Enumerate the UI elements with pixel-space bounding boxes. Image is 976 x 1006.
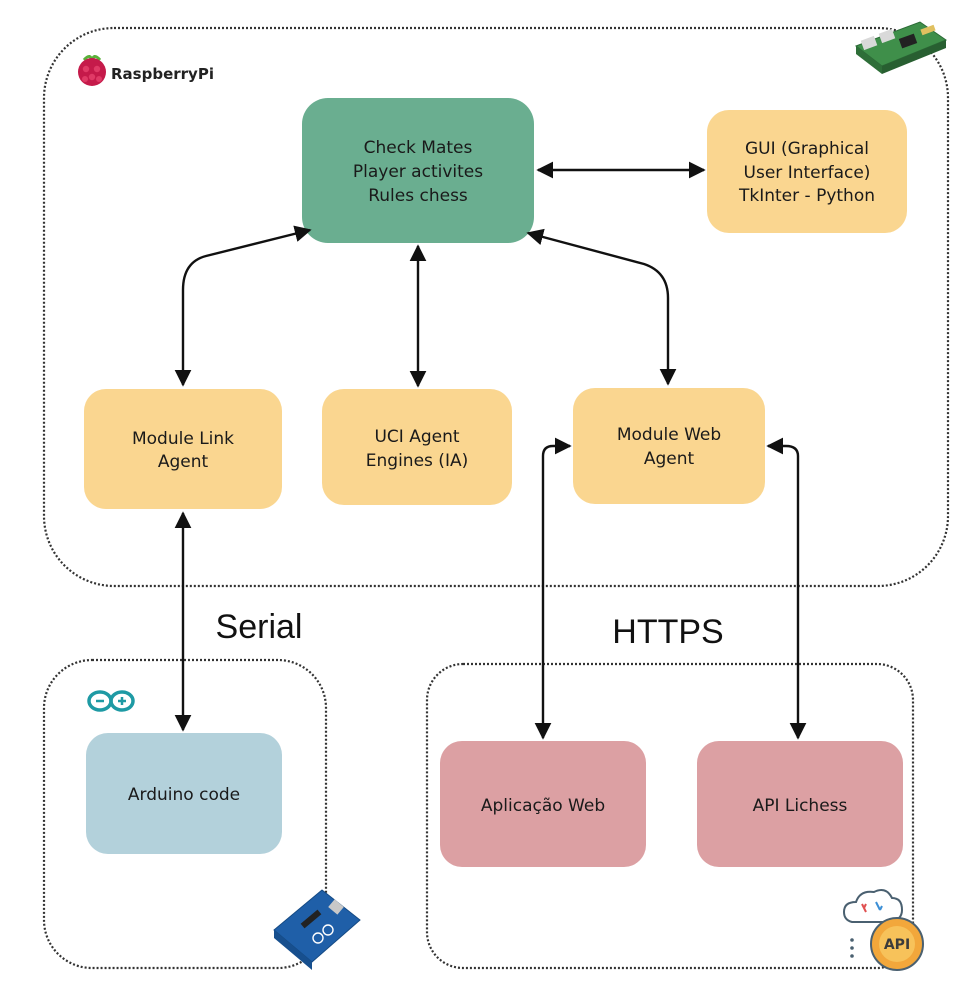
gui-line-3: TkInter - Python bbox=[738, 186, 875, 206]
uci-agent-line-1: UCI Agent bbox=[374, 427, 459, 447]
arduino-code-box bbox=[86, 733, 282, 854]
link-agent-line-1: Module Link bbox=[132, 429, 234, 449]
uci-agent-box bbox=[322, 389, 512, 505]
gui-line-1: GUI (Graphical bbox=[745, 139, 869, 159]
raspberry-pi-logo-icon bbox=[78, 55, 106, 86]
web-agent-line-1: Module Web bbox=[617, 425, 721, 445]
core-line-2: Player activites bbox=[353, 162, 483, 182]
raspberry-pi-container bbox=[42, 26, 950, 588]
api-badge-label: API bbox=[884, 937, 910, 953]
https-label: HTTPS bbox=[612, 613, 723, 651]
arrow-core-link bbox=[174, 225, 312, 387]
arduino-logo-icon bbox=[87, 690, 135, 712]
arduino-board-icon bbox=[273, 889, 361, 970]
core-line-1: Check Mates bbox=[364, 138, 473, 158]
core-line-3: Rules chess bbox=[368, 186, 468, 206]
core-box bbox=[302, 98, 534, 243]
link-agent-box bbox=[84, 389, 282, 509]
app-web-box bbox=[440, 741, 646, 867]
gui-line-2: User Interface) bbox=[744, 163, 871, 183]
arrow-core-web bbox=[526, 228, 677, 386]
arrow-web-appweb bbox=[534, 437, 572, 740]
arrow-web-lichess bbox=[766, 437, 807, 740]
raspberry-pi-board-icon bbox=[854, 21, 948, 74]
web-agent-box bbox=[573, 388, 765, 504]
web-agent-line-2: Agent bbox=[644, 449, 695, 469]
serial-label: Serial bbox=[216, 608, 303, 646]
raspberry-pi-label: RaspberryPi bbox=[111, 65, 214, 83]
api-lichess-label: API Lichess bbox=[753, 796, 848, 816]
app-web-label: Aplicação Web bbox=[481, 796, 605, 816]
cloud-api-icon bbox=[842, 889, 924, 971]
gui-box bbox=[707, 110, 907, 233]
api-lichess-box bbox=[697, 741, 903, 867]
uci-agent-line-2: Engines (IA) bbox=[366, 451, 468, 471]
arduino-code-label: Arduino code bbox=[128, 785, 240, 805]
link-agent-line-2: Agent bbox=[158, 452, 209, 472]
https-container bbox=[425, 662, 915, 970]
